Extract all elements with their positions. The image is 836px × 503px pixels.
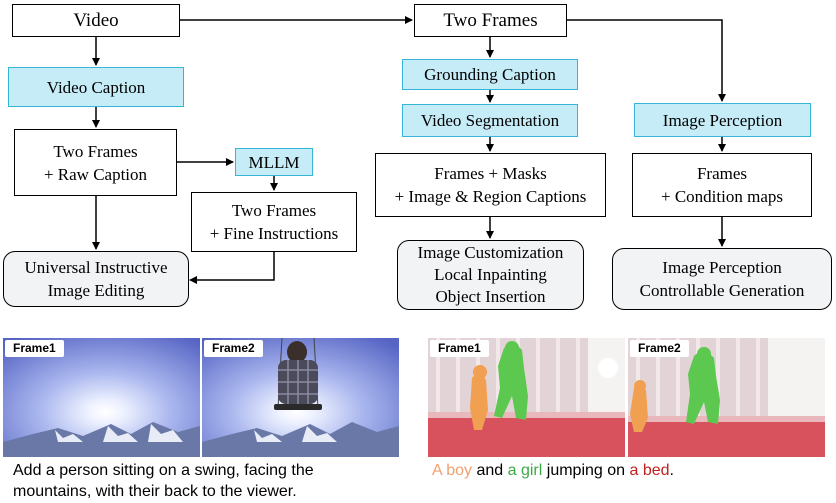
two-frames-node: Two Frames [414,4,567,37]
universal-editing-line1: Universal Instructive [24,258,168,277]
caption-and: and [472,462,508,479]
caption-bed: a bed [629,462,670,479]
right-frame2-label: Frame2 [630,340,689,357]
frames-masks-line1: Frames + Masks [434,164,547,183]
left-frame2-image: Frame2 [202,338,399,457]
left-example-caption: Add a person sitting on a swing, facing … [13,460,314,502]
two-frames-fine-instructions-node: Two Frames + Fine Instructions [191,192,357,252]
video-segmentation-label: Video Segmentation [420,111,560,130]
two-frames-fine-line1: Two Frames [231,201,317,220]
left-frame2-label: Frame2 [204,340,263,357]
left-caption-line2: mountains, with their back to the viewer… [13,483,297,500]
universal-editing-line2: Image Editing [47,281,145,300]
caption-period: . [669,462,674,479]
video-caption-node: Video Caption [8,67,184,107]
universal-editing-node: Universal Instructive Image Editing [3,251,189,307]
caption-jumping: jumping on [542,462,630,479]
two-frames-raw-line2: + Raw Caption [43,164,148,184]
customization-output-3: Object Insertion [435,287,546,306]
two-frames-raw-line1: Two Frames [53,141,138,161]
frames-masks-node: Frames + Masks + Image & Region Captions [375,153,606,217]
customization-output-2: Local Inpainting [434,265,547,284]
right-frame1-label: Frame1 [430,340,489,357]
frames-masks-line2: + Image & Region Captions [394,187,587,206]
perception-output-2: Controllable Generation [639,281,805,300]
perception-output-1: Image Perception [662,258,782,277]
customization-output-1: Image Customization [417,243,564,262]
mllm-node: MLLM [235,148,313,176]
caption-girl: a girl [507,462,543,479]
two-frames-fine-line2: + Fine Instructions [209,224,339,243]
grounding-caption-node: Grounding Caption [402,59,578,90]
right-frame2-image: Frame2 [628,338,825,457]
two-frames-raw-caption-node: Two Frames + Raw Caption [14,129,177,196]
left-frame1-label: Frame1 [5,340,64,357]
image-perception-node: Image Perception [634,103,811,137]
frames-condition-line1: Frames [696,164,748,183]
frames-condition-line2: + Condition maps [661,187,783,206]
mllm-label: MLLM [248,152,300,172]
right-frame1-image: Frame1 [428,338,625,457]
two-frames-label: Two Frames [443,10,538,31]
grounding-caption-label: Grounding Caption [424,65,556,84]
frames-condition-node: Frames + Condition maps [632,153,812,217]
caption-boy: A boy [432,462,473,479]
video-segmentation-node: Video Segmentation [402,104,578,137]
video-caption-label: Video Caption [46,77,146,97]
video-node: Video [12,4,180,37]
image-perception-label: Image Perception [662,110,783,130]
right-example-caption: A boy and a girl jumping on a bed. [432,460,674,481]
video-node-label: Video [73,10,119,31]
left-caption-line1: Add a person sitting on a swing, facing … [13,462,314,479]
perception-outputs-node: Image Perception Controllable Generation [612,248,832,310]
customization-outputs-node: Image Customization Local Inpainting Obj… [397,240,584,310]
left-frame1-image: Frame1 [3,338,200,457]
